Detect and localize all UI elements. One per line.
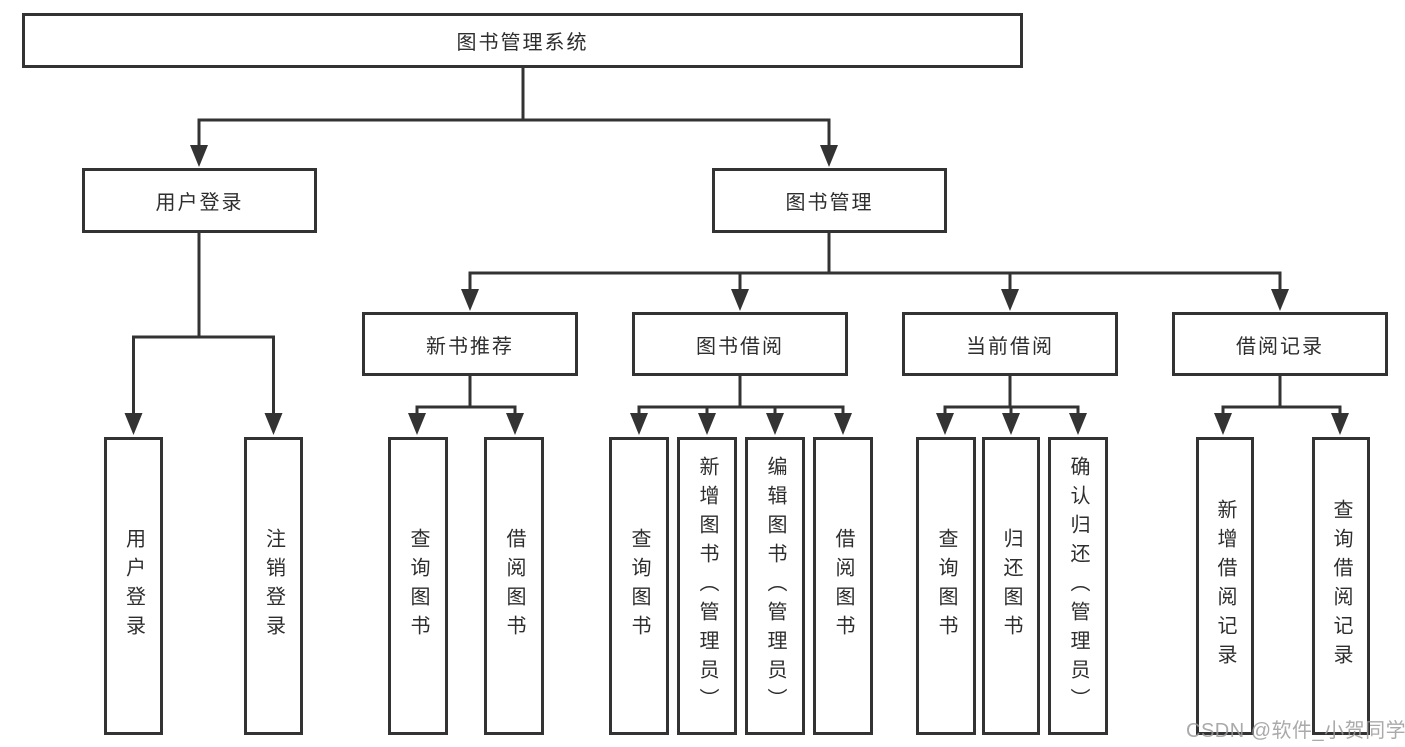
leaf-logout-label: 注销登录	[262, 528, 285, 644]
leaf-confirm-return-admin-label: 确认归还（管理员）	[1067, 455, 1089, 717]
node-book-borrowing: 图书借阅	[632, 312, 848, 376]
leaf-edit-books-admin-label: 编辑图书（管理员）	[764, 455, 786, 717]
arrowheads	[124, 145, 1349, 435]
leaf-add-borrow-record-label: 新增借阅记录	[1214, 499, 1236, 673]
leaf-edit-books-admin: 编辑图书（管理员）	[745, 437, 805, 735]
leaf-return-books: 归还图书	[982, 437, 1040, 735]
leaf-borrow-books-label: 借阅图书	[832, 528, 854, 644]
node-user-login: 用户登录	[82, 168, 317, 233]
leaf-add-borrow-record: 新增借阅记录	[1196, 437, 1254, 735]
leaf-query-books-current-label: 查询图书	[935, 528, 957, 644]
leaf-confirm-return-admin: 确认归还（管理员）	[1048, 437, 1108, 735]
leaf-add-books-admin-label: 新增图书（管理员）	[696, 455, 718, 717]
leaf-borrow-books-recommend-label: 借阅图书	[503, 528, 525, 644]
node-library-management-system: 图书管理系统	[22, 13, 1023, 68]
leaf-borrow-books-recommend: 借阅图书	[484, 437, 544, 735]
tree-edges	[132, 68, 1342, 416]
leaf-return-books-label: 归还图书	[1000, 528, 1022, 644]
leaf-query-books-borrow-label: 查询图书	[628, 528, 650, 644]
watermark: CSDN @软件_小贺同学	[1186, 720, 1405, 742]
leaf-query-books-recommend: 查询图书	[388, 437, 448, 735]
node-borrowing-records: 借阅记录	[1172, 312, 1388, 376]
leaf-query-books-current: 查询图书	[916, 437, 976, 735]
node-new-book-recommendation: 新书推荐	[362, 312, 578, 376]
leaf-logout: 注销登录	[244, 437, 303, 735]
leaf-user-login: 用户登录	[104, 437, 163, 735]
node-current-borrowing: 当前借阅	[902, 312, 1118, 376]
leaf-borrow-books: 借阅图书	[813, 437, 873, 735]
leaf-query-borrow-record-label: 查询借阅记录	[1330, 499, 1352, 673]
leaf-query-books-borrow: 查询图书	[609, 437, 669, 735]
leaf-query-books-recommend-label: 查询图书	[407, 528, 429, 644]
leaf-user-login-label: 用户登录	[122, 528, 145, 644]
leaf-query-borrow-record: 查询借阅记录	[1312, 437, 1370, 735]
node-book-management: 图书管理	[712, 168, 947, 233]
leaf-add-books-admin: 新增图书（管理员）	[677, 437, 737, 735]
